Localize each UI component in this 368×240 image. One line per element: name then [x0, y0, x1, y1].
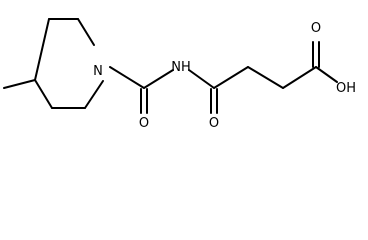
- atom-label-o-amide: O: [209, 116, 219, 131]
- bond-urea-carbon-to-nh: [143, 69, 174, 89]
- bond-chain-2: [247, 66, 284, 89]
- urea-carbonyl-double-bond: [140, 88, 148, 114]
- atom-label-o-acid: O: [311, 21, 321, 36]
- bond-methyl: [3, 79, 36, 89]
- piperidine-ring: [34, 18, 104, 109]
- bond-acid-oh: [315, 66, 338, 83]
- acid-carbonyl-double-bond: [312, 41, 320, 68]
- bond-ring-lower-left: [34, 79, 53, 109]
- bond-ring-n-right-down: [84, 80, 104, 109]
- atom-label-oh-acid: OH: [336, 81, 356, 96]
- atom-label-n-ring: N: [93, 64, 103, 79]
- bond-ring-left: [34, 18, 50, 81]
- bond-nh-to-amide-carbon: [188, 69, 215, 89]
- bond-n-to-urea-carbon: [109, 66, 145, 89]
- bond-chain-1: [213, 66, 249, 89]
- atom-label-nh: NH: [171, 60, 191, 75]
- chemical-structure-diagram: N O NH O O OH: [3, 18, 356, 131]
- atom-label-o-urea: O: [139, 116, 149, 131]
- bond-ring-top-right: [77, 18, 95, 46]
- bond-chain-3: [282, 66, 317, 89]
- amide-carbonyl-double-bond: [210, 88, 218, 114]
